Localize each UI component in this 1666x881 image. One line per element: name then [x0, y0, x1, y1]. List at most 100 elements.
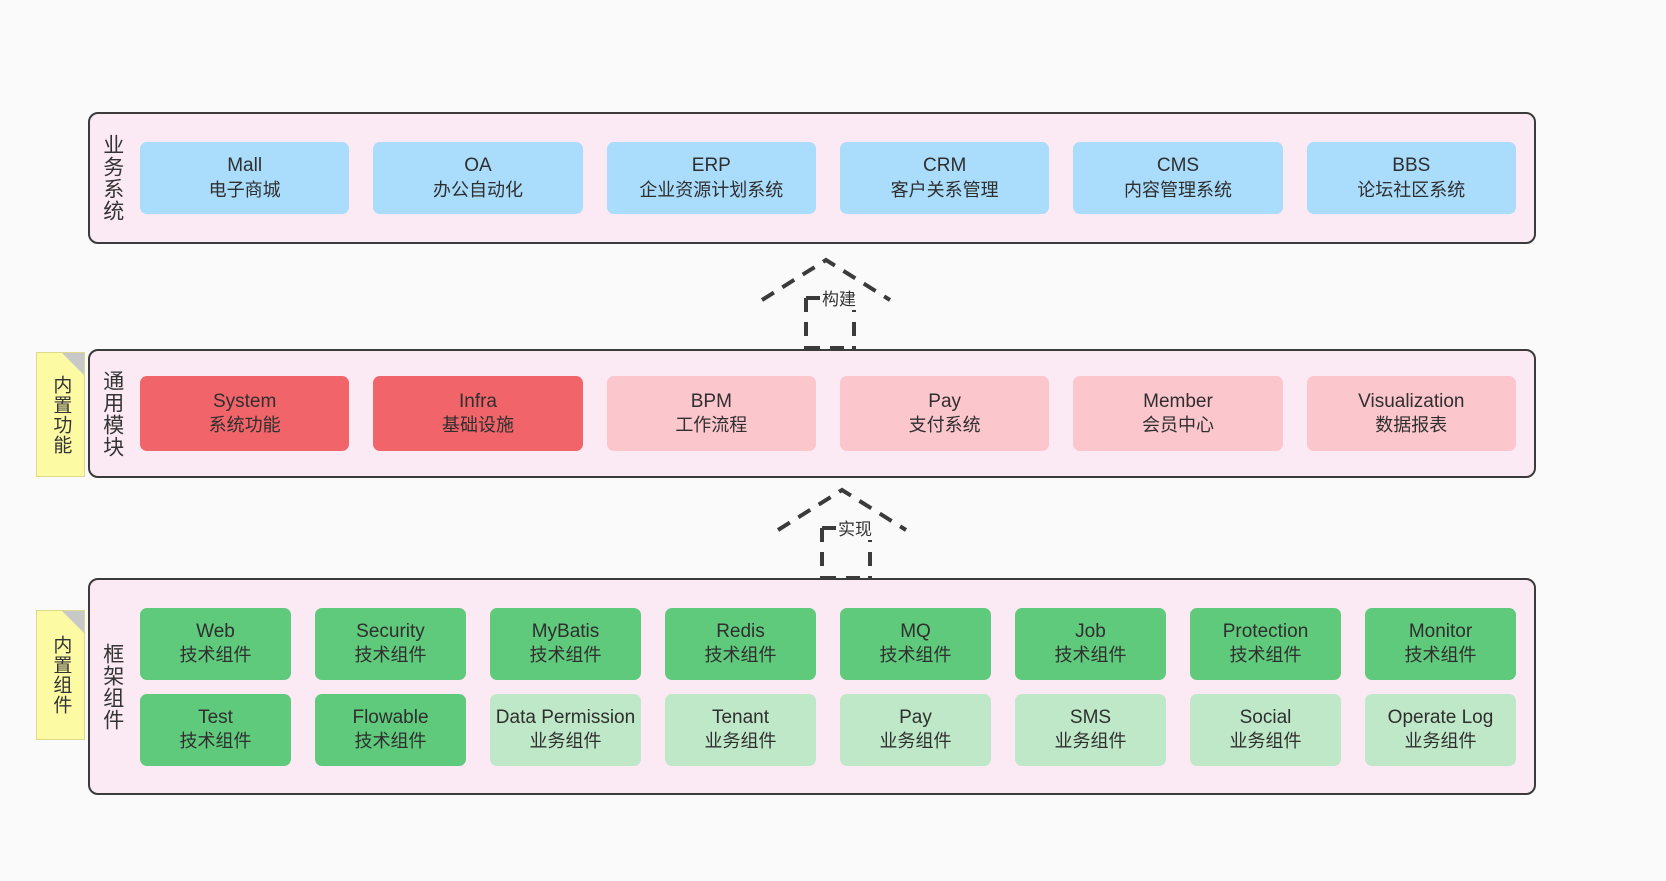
- card-subtitle: 客户关系管理: [890, 179, 999, 200]
- connector-implement: 实现: [760, 482, 960, 582]
- card-test[interactable]: Test 技术组件: [140, 693, 291, 766]
- folded-corner-icon: [62, 353, 84, 375]
- card-data-permission[interactable]: Data Permission 业务组件: [490, 693, 641, 766]
- sticky-note-builtin-features: 内置功能: [36, 352, 85, 477]
- card-subtitle: 业务组件: [1229, 731, 1302, 752]
- layer-title-framework-component: 框架组件: [100, 642, 124, 731]
- card-security[interactable]: Security 技术组件: [315, 607, 466, 680]
- card-title: MyBatis: [531, 620, 600, 642]
- card-title: Monitor: [1408, 620, 1473, 642]
- card-subtitle: 业务组件: [704, 731, 777, 752]
- card-title: Job: [1075, 620, 1106, 642]
- connector-build: 构建: [744, 252, 944, 352]
- card-title: Security: [356, 620, 425, 642]
- card-title: Member: [1143, 390, 1213, 412]
- layer-body-business-system: Mall 电子商城 OA 办公自动化 ERP 企业资源计划系统 CRM 客户关系…: [134, 114, 1534, 242]
- card-pay-business[interactable]: Pay 业务组件: [840, 693, 991, 766]
- card-title: Social: [1239, 706, 1292, 728]
- card-subtitle: 系统功能: [208, 415, 281, 436]
- card-title: BPM: [690, 390, 732, 412]
- folded-corner-icon: [62, 611, 84, 633]
- card-row-tech: Web 技术组件 Security 技术组件 MyBatis 技术组件 Redi…: [140, 607, 1516, 680]
- card-subtitle: 技术组件: [879, 645, 952, 666]
- card-subtitle: 技术组件: [354, 645, 427, 666]
- card-subtitle: 技术组件: [354, 731, 427, 752]
- card-subtitle: 企业资源计划系统: [639, 179, 784, 200]
- card-row: System 系统功能 Infra 基础设施 BPM 工作流程 Pay 支付系统…: [140, 376, 1516, 451]
- card-subtitle: 技术组件: [704, 645, 777, 666]
- card-title: Protection: [1222, 620, 1309, 642]
- card-title: MQ: [900, 620, 931, 642]
- card-subtitle: 业务组件: [529, 731, 602, 752]
- card-job[interactable]: Job 技术组件: [1015, 607, 1166, 680]
- card-web[interactable]: Web 技术组件: [140, 607, 291, 680]
- card-subtitle: 业务组件: [1404, 731, 1477, 752]
- card-title: CMS: [1156, 155, 1200, 177]
- card-row-business: Test 技术组件 Flowable 技术组件 Data Permission …: [140, 693, 1516, 766]
- card-subtitle: 基础设施: [441, 415, 514, 436]
- card-subtitle: 电子商城: [208, 179, 281, 200]
- card-title: ERP: [691, 155, 731, 177]
- card-flowable[interactable]: Flowable 技术组件: [315, 693, 466, 766]
- card-sms[interactable]: SMS 业务组件: [1015, 693, 1166, 766]
- card-bbs[interactable]: BBS 论坛社区系统: [1306, 142, 1516, 214]
- card-subtitle: 技术组件: [529, 645, 602, 666]
- card-title: Infra: [458, 390, 497, 412]
- card-title: Visualization: [1358, 390, 1465, 412]
- card-infra[interactable]: Infra 基础设施: [373, 376, 583, 451]
- card-pay[interactable]: Pay 支付系统: [839, 376, 1050, 451]
- card-title: Pay: [928, 390, 962, 412]
- connector-label-build: 构建: [820, 285, 858, 310]
- card-subtitle: 业务组件: [879, 731, 952, 752]
- card-title: Data Permission: [495, 706, 636, 728]
- card-subtitle: 技术组件: [179, 645, 252, 666]
- sticky-note-label: 内置功能: [50, 374, 72, 455]
- generalization-arrow-icon: [776, 487, 908, 580]
- layer-body-common-module: System 系统功能 Infra 基础设施 BPM 工作流程 Pay 支付系统…: [134, 351, 1534, 476]
- card-row: Mall 电子商城 OA 办公自动化 ERP 企业资源计划系统 CRM 客户关系…: [140, 142, 1516, 214]
- card-subtitle: 支付系统: [908, 415, 981, 436]
- card-oa[interactable]: OA 办公自动化: [373, 142, 583, 214]
- card-operate-log[interactable]: Operate Log 业务组件: [1365, 693, 1516, 766]
- card-mybatis[interactable]: MyBatis 技术组件: [490, 607, 641, 680]
- layer-body-framework-component: Web 技术组件 Security 技术组件 MyBatis 技术组件 Redi…: [134, 580, 1534, 793]
- card-title: BBS: [1392, 155, 1431, 177]
- card-visualization[interactable]: Visualization 数据报表: [1306, 376, 1516, 451]
- card-subtitle: 会员中心: [1141, 415, 1214, 436]
- card-member[interactable]: Member 会员中心: [1073, 376, 1283, 451]
- card-title: Operate Log: [1387, 706, 1494, 728]
- card-system[interactable]: System 系统功能: [140, 376, 350, 451]
- card-subtitle: 技术组件: [1054, 645, 1127, 666]
- card-monitor[interactable]: Monitor 技术组件: [1365, 607, 1516, 680]
- card-erp[interactable]: ERP 企业资源计划系统: [606, 142, 816, 214]
- card-subtitle: 论坛社区系统: [1357, 179, 1466, 200]
- card-cms[interactable]: CMS 内容管理系统: [1073, 142, 1283, 214]
- card-mall[interactable]: Mall 电子商城: [140, 142, 350, 214]
- generalization-arrow-icon: [760, 257, 892, 350]
- card-subtitle: 工作流程: [675, 415, 748, 436]
- connector-label-implement: 实现: [836, 515, 874, 540]
- card-title: Pay: [899, 706, 932, 728]
- card-mq[interactable]: MQ 技术组件: [840, 607, 991, 680]
- card-redis[interactable]: Redis 技术组件: [665, 607, 816, 680]
- card-title: Test: [198, 706, 233, 728]
- layer-title-business-system: 业务系统: [100, 134, 124, 222]
- card-title: SMS: [1069, 706, 1112, 728]
- card-protection[interactable]: Protection 技术组件: [1190, 607, 1341, 680]
- card-title: OA: [464, 155, 492, 177]
- card-title: Flowable: [352, 706, 429, 728]
- sticky-note-builtin-components: 内置组件: [36, 610, 85, 740]
- card-bpm[interactable]: BPM 工作流程: [606, 376, 816, 451]
- card-subtitle: 业务组件: [1054, 731, 1127, 752]
- card-subtitle: 技术组件: [179, 731, 252, 752]
- card-subtitle: 技术组件: [1404, 645, 1477, 666]
- card-subtitle: 办公自动化: [432, 179, 523, 200]
- layer-business-system: 业务系统 Mall 电子商城 OA 办公自动化 ERP 企业资源计划系统 CRM…: [88, 112, 1536, 244]
- card-tenant[interactable]: Tenant 业务组件: [665, 693, 816, 766]
- card-title: Tenant: [711, 706, 770, 728]
- card-crm[interactable]: CRM 客户关系管理: [839, 142, 1050, 214]
- card-title: CRM: [923, 155, 967, 177]
- sticky-note-label: 内置组件: [50, 635, 72, 715]
- card-social[interactable]: Social 业务组件: [1190, 693, 1341, 766]
